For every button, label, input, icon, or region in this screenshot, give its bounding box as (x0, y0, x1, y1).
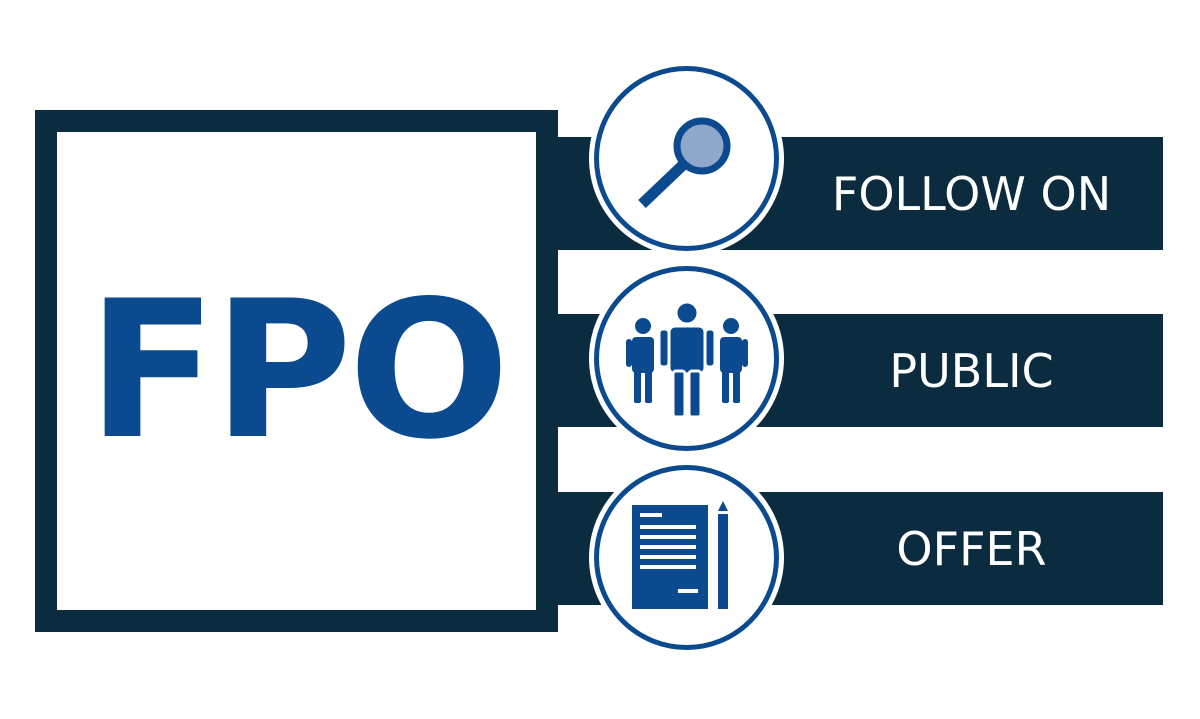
people-group-icon (625, 300, 748, 418)
acronym-frame: FPO (35, 110, 558, 632)
acronym-text: FPO (87, 260, 510, 481)
badge-public (594, 266, 779, 451)
badge-offer (594, 465, 779, 650)
badge-follow-on (594, 66, 779, 251)
document-pencil-icon (631, 500, 728, 609)
band-label-public: PUBLIC (889, 343, 1054, 398)
band-label-offer: OFFER (896, 521, 1047, 576)
magnifier-icon (637, 117, 730, 208)
band-label-follow-on: FOLLOW ON (831, 166, 1112, 221)
